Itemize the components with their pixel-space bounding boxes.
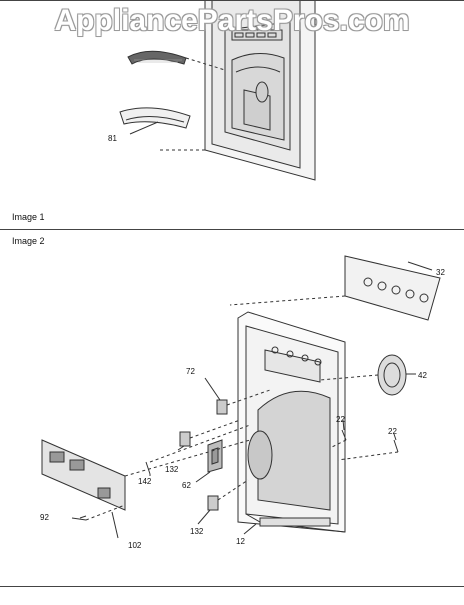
drip-tray [119, 107, 191, 129]
switch-132-upper [179, 431, 191, 447]
callout-102: 102 [128, 541, 142, 550]
callout-72: 72 [186, 367, 195, 376]
control-board-102 [41, 439, 126, 511]
section-divider [0, 229, 464, 230]
callout-132-upper: 132 [165, 465, 179, 474]
top-rule [0, 0, 464, 1]
callout-81: 81 [108, 134, 117, 143]
callout-92: 92 [40, 513, 49, 522]
callout-22a: 22 [336, 415, 345, 424]
section-label-image-2: Image 2 [12, 236, 45, 246]
callout-32: 32 [436, 268, 445, 277]
callout-142: 142 [138, 477, 152, 486]
switch-132-lower [207, 495, 219, 511]
callout-132-lower: 132 [190, 527, 204, 536]
callout-42: 42 [418, 371, 427, 380]
image2-group [41, 255, 441, 539]
callout-62: 62 [182, 481, 191, 490]
actuator-42 [377, 354, 407, 396]
section-label-image-1: Image 1 [12, 212, 45, 222]
callout-22b: 22 [388, 427, 397, 436]
switch-72 [216, 399, 228, 415]
bottom-rule [0, 586, 464, 587]
drip-grille [127, 50, 187, 65]
watermark: AppliancePartsPros.com [54, 4, 410, 37]
callout-12: 12 [236, 537, 245, 546]
image1-group [119, 0, 316, 181]
